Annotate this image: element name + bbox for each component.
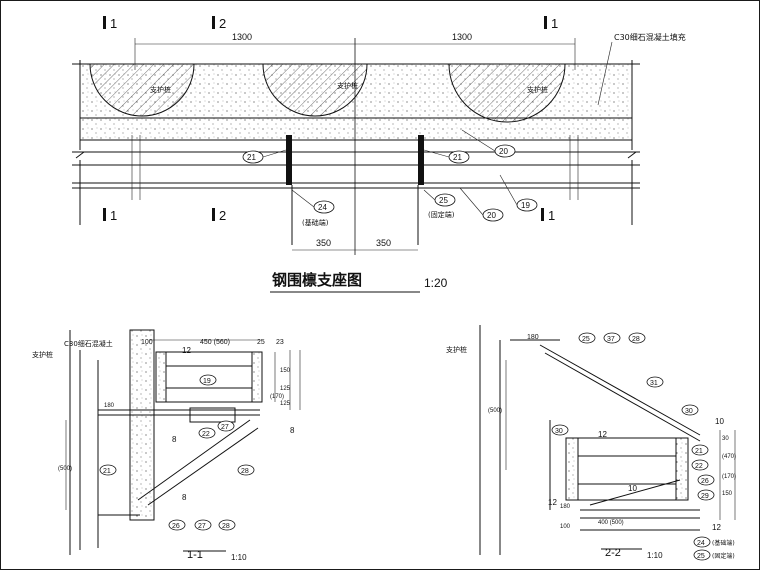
- svg-text:1: 1: [551, 16, 558, 31]
- svg-text:25: 25: [257, 339, 265, 346]
- concrete-note: C30细石混凝土填充: [614, 32, 686, 42]
- svg-text:8: 8: [290, 426, 295, 435]
- svg-text:(170): (170): [722, 474, 736, 480]
- s1-pile-label: 支护桩: [32, 350, 53, 359]
- svg-text:2: 2: [219, 208, 226, 223]
- svg-text:28: 28: [241, 468, 249, 475]
- top-callouts: 21 20 21 19 24 25 20 (基础端) (固定端): [242, 129, 538, 227]
- svg-text:8: 8: [182, 493, 187, 502]
- svg-text:(500): (500): [488, 408, 502, 414]
- svg-text:25: 25: [697, 553, 705, 560]
- s1-title: 1-1: [187, 549, 203, 561]
- svg-text:28: 28: [222, 523, 230, 530]
- bracket-right: [418, 135, 424, 185]
- svg-text:21: 21: [103, 468, 111, 475]
- pile-left: [89, 63, 195, 117]
- svg-text:100: 100: [141, 339, 153, 346]
- svg-text:125: 125: [280, 401, 291, 407]
- svg-text:12: 12: [598, 430, 607, 439]
- svg-text:21: 21: [247, 153, 256, 162]
- svg-text:21: 21: [695, 448, 703, 455]
- svg-text:19: 19: [521, 201, 530, 210]
- svg-text:(固定端): (固定端): [712, 552, 735, 560]
- section-1-1: [65, 329, 301, 555]
- s2-scale: 1:10: [647, 551, 663, 560]
- pile-right: [448, 63, 566, 123]
- s2-top-callouts: 25 37 28: [578, 332, 646, 344]
- svg-text:180: 180: [104, 403, 115, 409]
- svg-text:(基础端): (基础端): [712, 539, 735, 547]
- svg-text:26: 26: [172, 523, 180, 530]
- s1-callouts: 19 22 21 27 28 26 27 28: [99, 374, 255, 531]
- svg-text:24: 24: [697, 540, 705, 547]
- section-2-2: [479, 325, 736, 555]
- top-plan-view: [72, 38, 640, 255]
- s1-scale: 1:10: [231, 553, 247, 562]
- svg-text:29: 29: [701, 493, 709, 500]
- svg-text:(470): (470): [722, 454, 736, 460]
- svg-text:25: 25: [439, 196, 448, 205]
- s2-pile-label: 支护桩: [446, 345, 467, 354]
- svg-text:28: 28: [632, 336, 640, 343]
- svg-text:31: 31: [650, 380, 658, 387]
- pile-label-right: 支护桩: [527, 85, 548, 94]
- svg-text:26: 26: [701, 478, 709, 485]
- svg-text:(500): (500): [58, 466, 72, 472]
- dim-half-right: 350: [376, 238, 391, 248]
- section-marks: 1 2 1 1 2 1: [103, 16, 558, 223]
- svg-text:21: 21: [453, 153, 462, 162]
- svg-text:150: 150: [722, 491, 733, 497]
- pile-center: [262, 63, 368, 117]
- svg-text:180: 180: [560, 504, 571, 510]
- svg-text:180: 180: [527, 334, 539, 341]
- pile-label-left: 支护桩: [150, 85, 171, 94]
- svg-text:22: 22: [695, 463, 703, 470]
- svg-text:30: 30: [555, 428, 563, 435]
- svg-text:12: 12: [712, 523, 721, 532]
- svg-text:20: 20: [487, 211, 496, 220]
- svg-text:30: 30: [685, 408, 693, 415]
- svg-text:(固定端): (固定端): [428, 210, 455, 219]
- svg-text:20: 20: [499, 147, 508, 156]
- svg-text:1: 1: [110, 16, 117, 31]
- svg-text:27: 27: [198, 523, 206, 530]
- svg-text:(基础端): (基础端): [302, 218, 329, 227]
- svg-text:37: 37: [607, 336, 615, 343]
- svg-text:100: 100: [560, 524, 571, 530]
- svg-text:1: 1: [110, 208, 117, 223]
- svg-text:450 (560): 450 (560): [200, 339, 230, 346]
- svg-text:8: 8: [172, 435, 177, 444]
- svg-text:150: 150: [280, 368, 291, 374]
- pile-label-center: 支护桩: [337, 81, 358, 90]
- dim-half-left: 350: [316, 238, 331, 248]
- bracket-left: [286, 135, 292, 185]
- svg-text:10: 10: [715, 417, 724, 426]
- svg-text:27: 27: [221, 424, 229, 431]
- svg-text:2: 2: [219, 16, 226, 31]
- svg-text:12: 12: [548, 498, 557, 507]
- svg-text:19: 19: [203, 378, 211, 385]
- dim-span-left: 1300: [232, 32, 252, 42]
- svg-text:(170): (170): [270, 394, 284, 400]
- svg-text:400 (500): 400 (500): [598, 520, 624, 526]
- svg-text:1: 1: [548, 208, 555, 223]
- svg-text:22: 22: [202, 431, 210, 438]
- dim-span-right: 1300: [452, 32, 472, 42]
- svg-text:24: 24: [318, 203, 327, 212]
- s2-callouts: 31 30 30 21 22 26 29 24 25 (基础端) (固定端): [551, 376, 735, 561]
- svg-text:125: 125: [280, 386, 291, 392]
- svg-text:12: 12: [182, 346, 191, 355]
- top-view-scale: 1:20: [424, 276, 448, 290]
- top-dimensions: 1300 1300 350 350: [232, 32, 472, 248]
- svg-text:23: 23: [276, 339, 284, 346]
- top-view-title: 钢围檩支座图: [272, 271, 362, 289]
- s2-title: 2-2: [605, 547, 621, 559]
- svg-text:25: 25: [582, 336, 590, 343]
- svg-text:30: 30: [722, 436, 729, 442]
- s1-concrete-note: C30细石混凝土: [64, 339, 113, 348]
- svg-text:10: 10: [628, 484, 637, 493]
